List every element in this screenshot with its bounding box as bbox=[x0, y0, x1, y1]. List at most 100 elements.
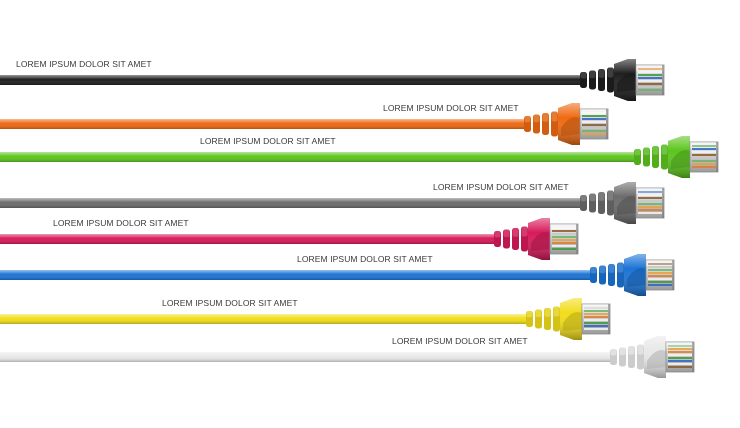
plug-conductor bbox=[638, 212, 662, 214]
boot-rib-highlight bbox=[521, 226, 528, 237]
boot-latch-cover bbox=[531, 232, 550, 251]
plug-conductor bbox=[648, 281, 672, 283]
boot-rib-highlight bbox=[590, 267, 597, 274]
boot-rib-highlight bbox=[524, 116, 531, 123]
cable-label-white: LOREM IPSUM DOLOR SIT AMET bbox=[392, 336, 528, 346]
boot-rib-highlight bbox=[551, 111, 558, 122]
plug-conductor bbox=[668, 345, 692, 347]
boot-rib-highlight bbox=[580, 72, 587, 79]
boot-latch-cover bbox=[563, 312, 582, 331]
plug-conductor bbox=[692, 154, 716, 156]
cable-boot bbox=[590, 254, 646, 296]
plug-conductor bbox=[582, 121, 606, 123]
plug-conductor bbox=[692, 151, 716, 153]
plug-conductor bbox=[552, 236, 576, 238]
cable-label-orange: LOREM IPSUM DOLOR SIT AMET bbox=[383, 103, 519, 113]
plug-conductor bbox=[648, 272, 672, 274]
boot-rib-highlight bbox=[580, 195, 587, 202]
plug-conductor bbox=[668, 351, 692, 353]
plug-conductor bbox=[692, 148, 716, 150]
plug-conductor bbox=[582, 130, 606, 132]
rj45-plug bbox=[579, 108, 609, 140]
plug-conductor bbox=[584, 319, 608, 321]
boot-rib-highlight bbox=[617, 262, 624, 273]
boot-rib-highlight bbox=[619, 347, 626, 356]
boot-rib-highlight bbox=[608, 264, 615, 273]
plug-conductor bbox=[668, 363, 692, 365]
boot-latch-cover bbox=[617, 196, 636, 215]
plug-conductor bbox=[648, 275, 672, 277]
boot-latch-cover bbox=[671, 150, 690, 169]
plug-conductor bbox=[552, 227, 576, 229]
rj45-plug bbox=[581, 303, 611, 335]
plug-contacts bbox=[576, 224, 578, 254]
plug-highlight bbox=[646, 260, 674, 266]
boot-rib-highlight bbox=[634, 149, 641, 156]
boot-rib-highlight bbox=[643, 147, 650, 156]
plug-conductor bbox=[638, 74, 662, 76]
plug-conductor bbox=[648, 278, 672, 280]
plug-conductor bbox=[668, 354, 692, 356]
plug-conductor bbox=[638, 77, 662, 79]
plug-conductor bbox=[638, 71, 662, 73]
plug-conductor bbox=[648, 266, 672, 268]
plug-highlight bbox=[550, 224, 578, 230]
cable-label-yellow: LOREM IPSUM DOLOR SIT AMET bbox=[162, 298, 298, 308]
plug-conductor bbox=[692, 163, 716, 165]
plug-highlight bbox=[636, 188, 664, 194]
cable-label-black: LOREM IPSUM DOLOR SIT AMET bbox=[16, 59, 152, 69]
boot-latch-cover bbox=[627, 268, 646, 287]
boot-rib-highlight bbox=[494, 231, 501, 238]
boot-rib-highlight bbox=[589, 193, 596, 202]
boot-latch-cover bbox=[617, 73, 636, 92]
cable-boot bbox=[580, 182, 636, 224]
plug-conductor bbox=[552, 242, 576, 244]
boot-rib-highlight bbox=[598, 69, 605, 78]
cable-boot bbox=[580, 59, 636, 101]
plug-conductor bbox=[692, 160, 716, 162]
boot-rib-highlight bbox=[533, 114, 540, 123]
rj45-plug bbox=[635, 187, 665, 219]
plug-conductor bbox=[584, 307, 608, 309]
plug-conductor bbox=[648, 263, 672, 265]
rj45-plug bbox=[635, 64, 665, 96]
rj45-plug bbox=[689, 141, 719, 173]
plug-conductor bbox=[552, 245, 576, 247]
cable-boot bbox=[524, 103, 580, 145]
plug-highlight bbox=[690, 142, 718, 148]
boot-rib-highlight bbox=[503, 229, 510, 238]
plug-conductor bbox=[582, 124, 606, 126]
cable-label-blue: LOREM IPSUM DOLOR SIT AMET bbox=[297, 254, 433, 264]
cable-wire-shading bbox=[0, 75, 584, 85]
plug-contacts bbox=[672, 260, 674, 290]
plug-conductor bbox=[552, 233, 576, 235]
plug-conductor bbox=[582, 118, 606, 120]
plug-conductor bbox=[638, 200, 662, 202]
plug-highlight bbox=[636, 65, 664, 71]
plug-conductor bbox=[584, 316, 608, 318]
boot-rib-highlight bbox=[535, 309, 542, 318]
cable-wire-shading bbox=[0, 352, 614, 362]
boot-rib-highlight bbox=[589, 70, 596, 79]
boot-rib-highlight bbox=[637, 344, 644, 355]
cable-black bbox=[0, 59, 665, 101]
plug-conductor bbox=[552, 248, 576, 250]
plug-conductor bbox=[582, 127, 606, 129]
boot-rib-highlight bbox=[542, 113, 549, 122]
cable-green bbox=[0, 136, 719, 178]
boot-latch-cover bbox=[647, 350, 666, 369]
plug-conductor bbox=[668, 357, 692, 359]
plug-contacts bbox=[692, 342, 694, 372]
cable-gray bbox=[0, 182, 665, 224]
cable-boot bbox=[494, 218, 550, 260]
plug-conductor bbox=[552, 230, 576, 232]
plug-contacts bbox=[662, 65, 664, 95]
plug-highlight bbox=[580, 109, 608, 115]
cable-pink bbox=[0, 218, 579, 260]
plug-conductor bbox=[668, 360, 692, 362]
cable-orange bbox=[0, 103, 609, 145]
plug-conductor bbox=[648, 269, 672, 271]
plug-conductor bbox=[638, 80, 662, 82]
